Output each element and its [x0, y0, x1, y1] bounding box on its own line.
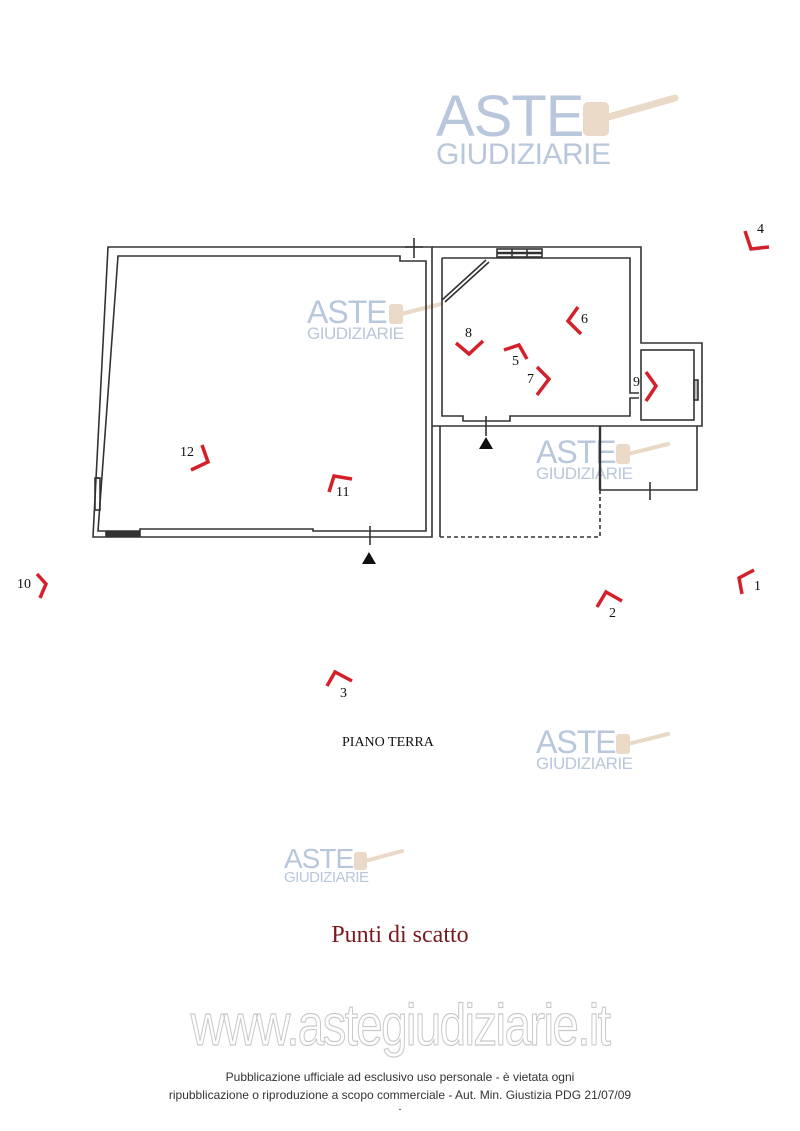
- entrance-arrow-right-room: [479, 437, 493, 449]
- marker-3: [325, 669, 353, 687]
- watermark-logo-lower-left: ASTE GIUDIZIARIE: [284, 843, 369, 886]
- point-label-8: 8: [465, 326, 472, 341]
- watermark-logo-main-room: ASTE GIUDIZIARIE: [307, 296, 404, 342]
- watermark-giudiziarie-text: GIUDIZIARIE: [536, 754, 633, 773]
- point-label-7: 7: [527, 372, 534, 387]
- notice-line-3: -: [398, 1104, 402, 1114]
- point-label-3: 3: [340, 686, 347, 701]
- watermark-aste-text: ASTE: [436, 84, 584, 149]
- marker-10: [35, 572, 49, 599]
- entrance-arrow-main: [362, 552, 376, 564]
- gavel-icon: [389, 302, 443, 324]
- marker-6: [565, 305, 583, 336]
- point-label-2: 2: [609, 606, 616, 621]
- watermark-aste-text: ASTE: [284, 843, 354, 874]
- point-label-6: 6: [581, 312, 588, 327]
- marker-4: [743, 230, 770, 251]
- notice-line-2: ripubblicazione o riproduzione a scopo c…: [168, 1088, 632, 1102]
- point-label-5: 5: [512, 354, 519, 369]
- watermark-aste-text: ASTE: [536, 724, 617, 760]
- camera-markers: [35, 230, 770, 687]
- gavel-icon: [616, 732, 670, 754]
- watermark-logo-right: ASTE GIUDIZIARIE: [536, 436, 633, 482]
- point-label-9: 9: [633, 375, 640, 390]
- watermark-logo-top: ASTE GIUDIZIARIE: [436, 88, 611, 170]
- point-label-4: 4: [757, 222, 764, 237]
- watermark-giudiziarie-text: GIUDIZIARIE: [536, 464, 633, 483]
- point-label-1: 1: [754, 579, 761, 594]
- gavel-icon: [583, 94, 679, 136]
- marker-9: [644, 370, 659, 402]
- site-watermark: www.astegiudiziarie.it: [190, 992, 611, 1058]
- watermark-aste-text: ASTE: [536, 434, 617, 470]
- walls: [92, 238, 703, 545]
- point-label-12: 12: [180, 445, 194, 460]
- page-title: Punti di scatto: [331, 922, 469, 948]
- point-label-11: 11: [336, 485, 350, 500]
- marker-8: [454, 339, 485, 357]
- watermark-aste-text: ASTE: [307, 294, 388, 330]
- marker-12: [190, 444, 211, 472]
- marker-1: [737, 568, 755, 595]
- watermark-giudiziarie-text: GIUDIZIARIE: [436, 138, 611, 171]
- marker-7: [535, 365, 552, 397]
- floor-plan: [35, 230, 770, 687]
- marker-5: [503, 342, 529, 360]
- gavel-icon: [354, 849, 404, 870]
- notice-line-1: Pubblicazione ufficiale ad esclusivo uso…: [225, 1070, 575, 1084]
- watermark-logo-lower-right: ASTE GIUDIZIARIE: [536, 726, 633, 772]
- marker-11: [327, 474, 353, 493]
- marker-2: [595, 589, 623, 608]
- gavel-icon: [616, 442, 670, 464]
- watermark-giudiziarie-text: GIUDIZIARIE: [284, 869, 369, 886]
- watermark-giudiziarie-text: GIUDIZIARIE: [307, 324, 404, 343]
- point-label-10: 10: [17, 577, 31, 592]
- floor-label: PIANO TERRA: [342, 735, 434, 750]
